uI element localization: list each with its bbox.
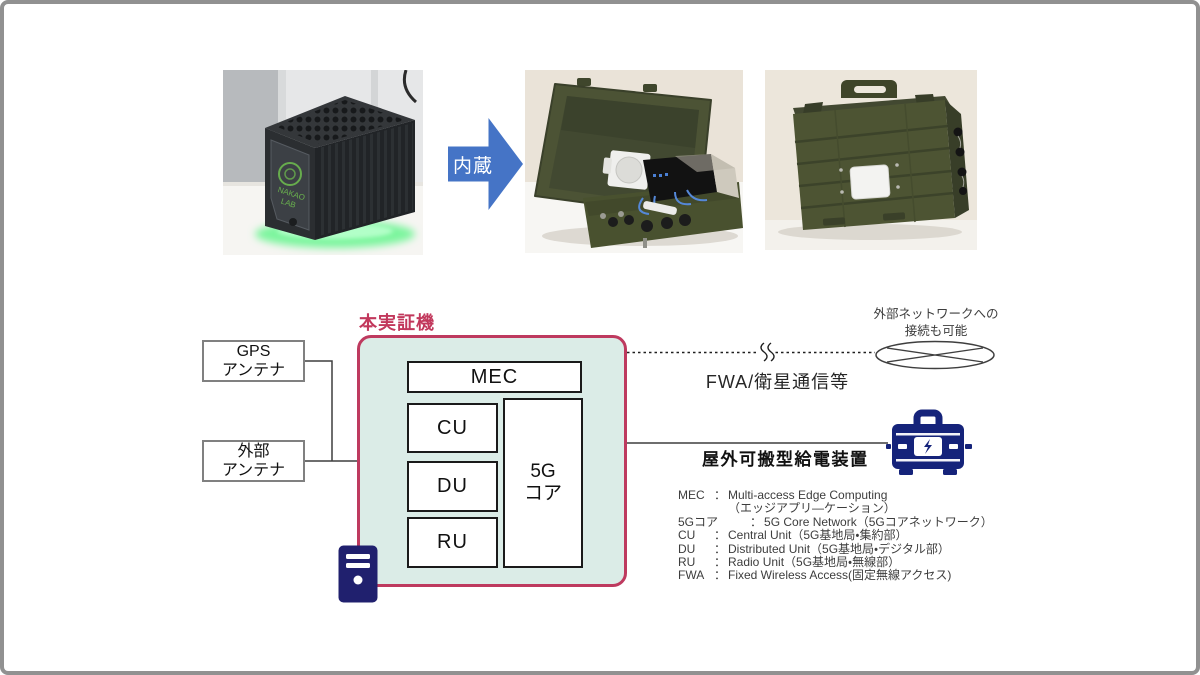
closed-green-case — [793, 80, 969, 230]
legend-term: 5Gコア — [678, 514, 719, 529]
legend-def: （エッジアプリ―ケーション） — [728, 501, 896, 516]
block-5g-core: 5G コア — [503, 398, 583, 568]
external-antenna-line1: 外部 — [237, 442, 270, 460]
block-5g-core-line2: コア — [523, 483, 562, 504]
blue-leds — [653, 173, 668, 177]
photo-compute-unit: NAKAO LAB — [223, 70, 423, 255]
block-5g-core-line1: 5G — [530, 461, 556, 483]
power-station-icon — [886, 409, 972, 475]
legend: MEC：Multi-access Edge Computing （エッジアプリ―… — [678, 488, 998, 583]
legend-row: CU：Central Unit（5G基地局・集約部） — [678, 528, 908, 543]
block-mec: MEC — [407, 361, 582, 393]
lid-vent-plate — [602, 150, 656, 190]
power-supply-label: 屋外可搬型給電装置 — [702, 450, 869, 469]
network-node-icon — [875, 340, 995, 370]
legend-def: Multi-access Edge Computing — [728, 488, 888, 502]
legend-term: CU — [678, 528, 696, 543]
legend-def: Radio Unit（5G基地局・無線部） — [728, 555, 901, 570]
front-white-box — [849, 164, 891, 200]
gps-antenna-box: GPS アンテナ — [202, 340, 305, 382]
front-connectors — [600, 211, 691, 248]
photo-open-case — [525, 70, 743, 253]
legend-def: Central Unit（5G基地局・集約部） — [728, 528, 908, 543]
legend-row: RU：Radio Unit（5G基地局・無線部） — [678, 555, 901, 570]
block-ru: RU — [407, 517, 498, 568]
legend-term — [678, 502, 714, 515]
legend-def: Fixed Wireless Access(固定無線アクセス) — [728, 568, 952, 583]
ext-network-note-line2: 接続も可能 — [904, 323, 968, 338]
legend-term: RU — [678, 555, 696, 570]
fwa-link-label: FWA/衛星通信等 — [705, 372, 850, 392]
ext-network-note: 外部ネットワークへの 接続も可能 — [866, 306, 1006, 340]
lightning-bolt — [924, 439, 932, 454]
photo-closed-case — [765, 70, 977, 250]
legend-term: MEC — [678, 488, 705, 502]
gps-antenna-line2: アンテナ — [221, 362, 286, 379]
block-cu: CU — [407, 403, 498, 453]
diagram-title: 本実証機 — [359, 313, 435, 333]
white-module — [643, 201, 677, 215]
photo1-logo-text-2: LAB — [280, 197, 297, 210]
legend-term: DU — [678, 541, 696, 556]
external-antenna-line2: アンテナ — [221, 462, 286, 479]
legend-def: Distributed Unit（5G基地局・デジタル部） — [728, 541, 950, 556]
gps-antenna-line1: GPS — [236, 342, 271, 360]
logo-ring — [278, 162, 302, 186]
legend-row: MEC：Multi-access Edge Computing — [678, 488, 888, 502]
built-in-arrow-label: 内蔵 — [453, 155, 494, 177]
external-antenna-box: 外部 アンテナ — [202, 440, 305, 482]
ext-network-note-line1: 外部ネットワークへの — [873, 307, 999, 321]
side-connectors — [953, 127, 967, 195]
legend-row: 5Gコア：5G Core Network（5Gコアネットワーク） — [678, 514, 993, 529]
legend-def: 5G Core Network（5Gコアネットワーク） — [764, 514, 993, 529]
legend-row: DU：Distributed Unit（5G基地局・デジタル部） — [678, 541, 950, 556]
legend-row: （エッジアプリ―ケーション） — [678, 501, 998, 516]
legend-row: FWA：Fixed Wireless Access(固定無線アクセス) — [678, 568, 952, 583]
wireless-break-icon — [760, 342, 775, 362]
black-compute-box: NAKAO LAB — [265, 96, 415, 240]
legend-term: FWA — [678, 568, 705, 583]
cable — [402, 70, 418, 104]
open-green-case — [534, 78, 743, 248]
block-du: DU — [407, 461, 498, 512]
antenna-connector-lines — [305, 360, 357, 462]
pc-tower-icon — [338, 545, 378, 603]
demo-unit-box: MEC CU DU RU 5G コア — [357, 335, 627, 587]
